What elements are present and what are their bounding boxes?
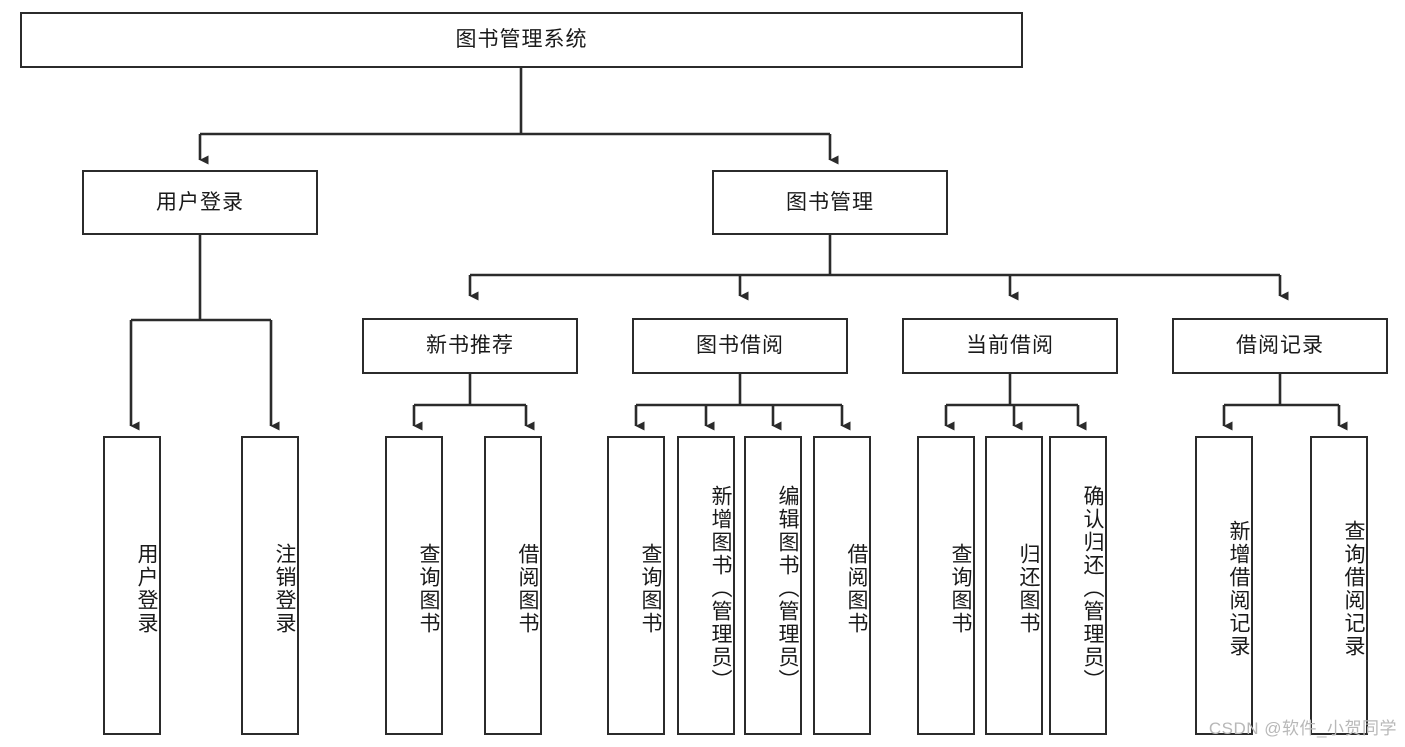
node-leaf-borrow-book-2[interactable]: 借阅图书: [813, 436, 871, 735]
node-leaf-user-login-label: 用户登录: [135, 542, 158, 635]
node-current-borrow-label: 当前借阅: [966, 334, 1054, 358]
node-root[interactable]: 图书管理系统: [20, 12, 1023, 68]
node-leaf-confirm-return-label: 确认归还（管理员）: [1081, 485, 1104, 692]
node-current-borrow[interactable]: 当前借阅: [902, 318, 1118, 374]
node-leaf-user-login[interactable]: 用户登录: [103, 436, 161, 735]
node-leaf-add-record-label: 新增借阅记录: [1227, 519, 1250, 658]
node-user-login[interactable]: 用户登录: [82, 170, 318, 235]
node-leaf-borrow-book-1-label: 借阅图书: [516, 542, 539, 635]
watermark: CSDN @软件_小贺同学: [1208, 719, 1397, 738]
node-leaf-query-record[interactable]: 查询借阅记录: [1310, 436, 1368, 735]
node-leaf-edit-book[interactable]: 编辑图书（管理员）: [744, 436, 802, 735]
node-new-book-rec[interactable]: 新书推荐: [362, 318, 578, 374]
node-book-manage[interactable]: 图书管理: [712, 170, 948, 235]
node-leaf-user-logout[interactable]: 注销登录: [241, 436, 299, 735]
node-leaf-query-book-2[interactable]: 查询图书: [607, 436, 665, 735]
node-leaf-user-logout-label: 注销登录: [273, 542, 296, 635]
node-book-borrow-label: 图书借阅: [696, 334, 784, 358]
node-new-book-rec-label: 新书推荐: [426, 334, 514, 358]
node-book-borrow[interactable]: 图书借阅: [632, 318, 848, 374]
node-leaf-return-book-label: 归还图书: [1017, 542, 1040, 635]
node-book-manage-label: 图书管理: [786, 190, 874, 214]
node-leaf-borrow-book-2-label: 借阅图书: [845, 542, 868, 635]
node-leaf-query-book-1[interactable]: 查询图书: [385, 436, 443, 735]
node-leaf-edit-book-label: 编辑图书（管理员）: [776, 485, 799, 692]
node-leaf-confirm-return[interactable]: 确认归还（管理员）: [1049, 436, 1107, 735]
node-leaf-add-book-label: 新增图书（管理员）: [709, 485, 732, 692]
node-root-label: 图书管理系统: [455, 28, 588, 52]
node-leaf-query-book-1-label: 查询图书: [417, 542, 440, 635]
node-leaf-add-record[interactable]: 新增借阅记录: [1195, 436, 1253, 735]
node-borrow-record-label: 借阅记录: [1236, 334, 1324, 358]
node-leaf-borrow-book-1[interactable]: 借阅图书: [484, 436, 542, 735]
node-leaf-query-book-3[interactable]: 查询图书: [917, 436, 975, 735]
node-leaf-query-book-3-label: 查询图书: [949, 542, 972, 635]
node-leaf-return-book[interactable]: 归还图书: [985, 436, 1043, 735]
node-borrow-record[interactable]: 借阅记录: [1172, 318, 1388, 374]
node-user-login-label: 用户登录: [156, 190, 244, 214]
node-leaf-query-record-label: 查询借阅记录: [1342, 519, 1365, 658]
node-leaf-query-book-2-label: 查询图书: [639, 542, 662, 635]
node-leaf-add-book[interactable]: 新增图书（管理员）: [677, 436, 735, 735]
